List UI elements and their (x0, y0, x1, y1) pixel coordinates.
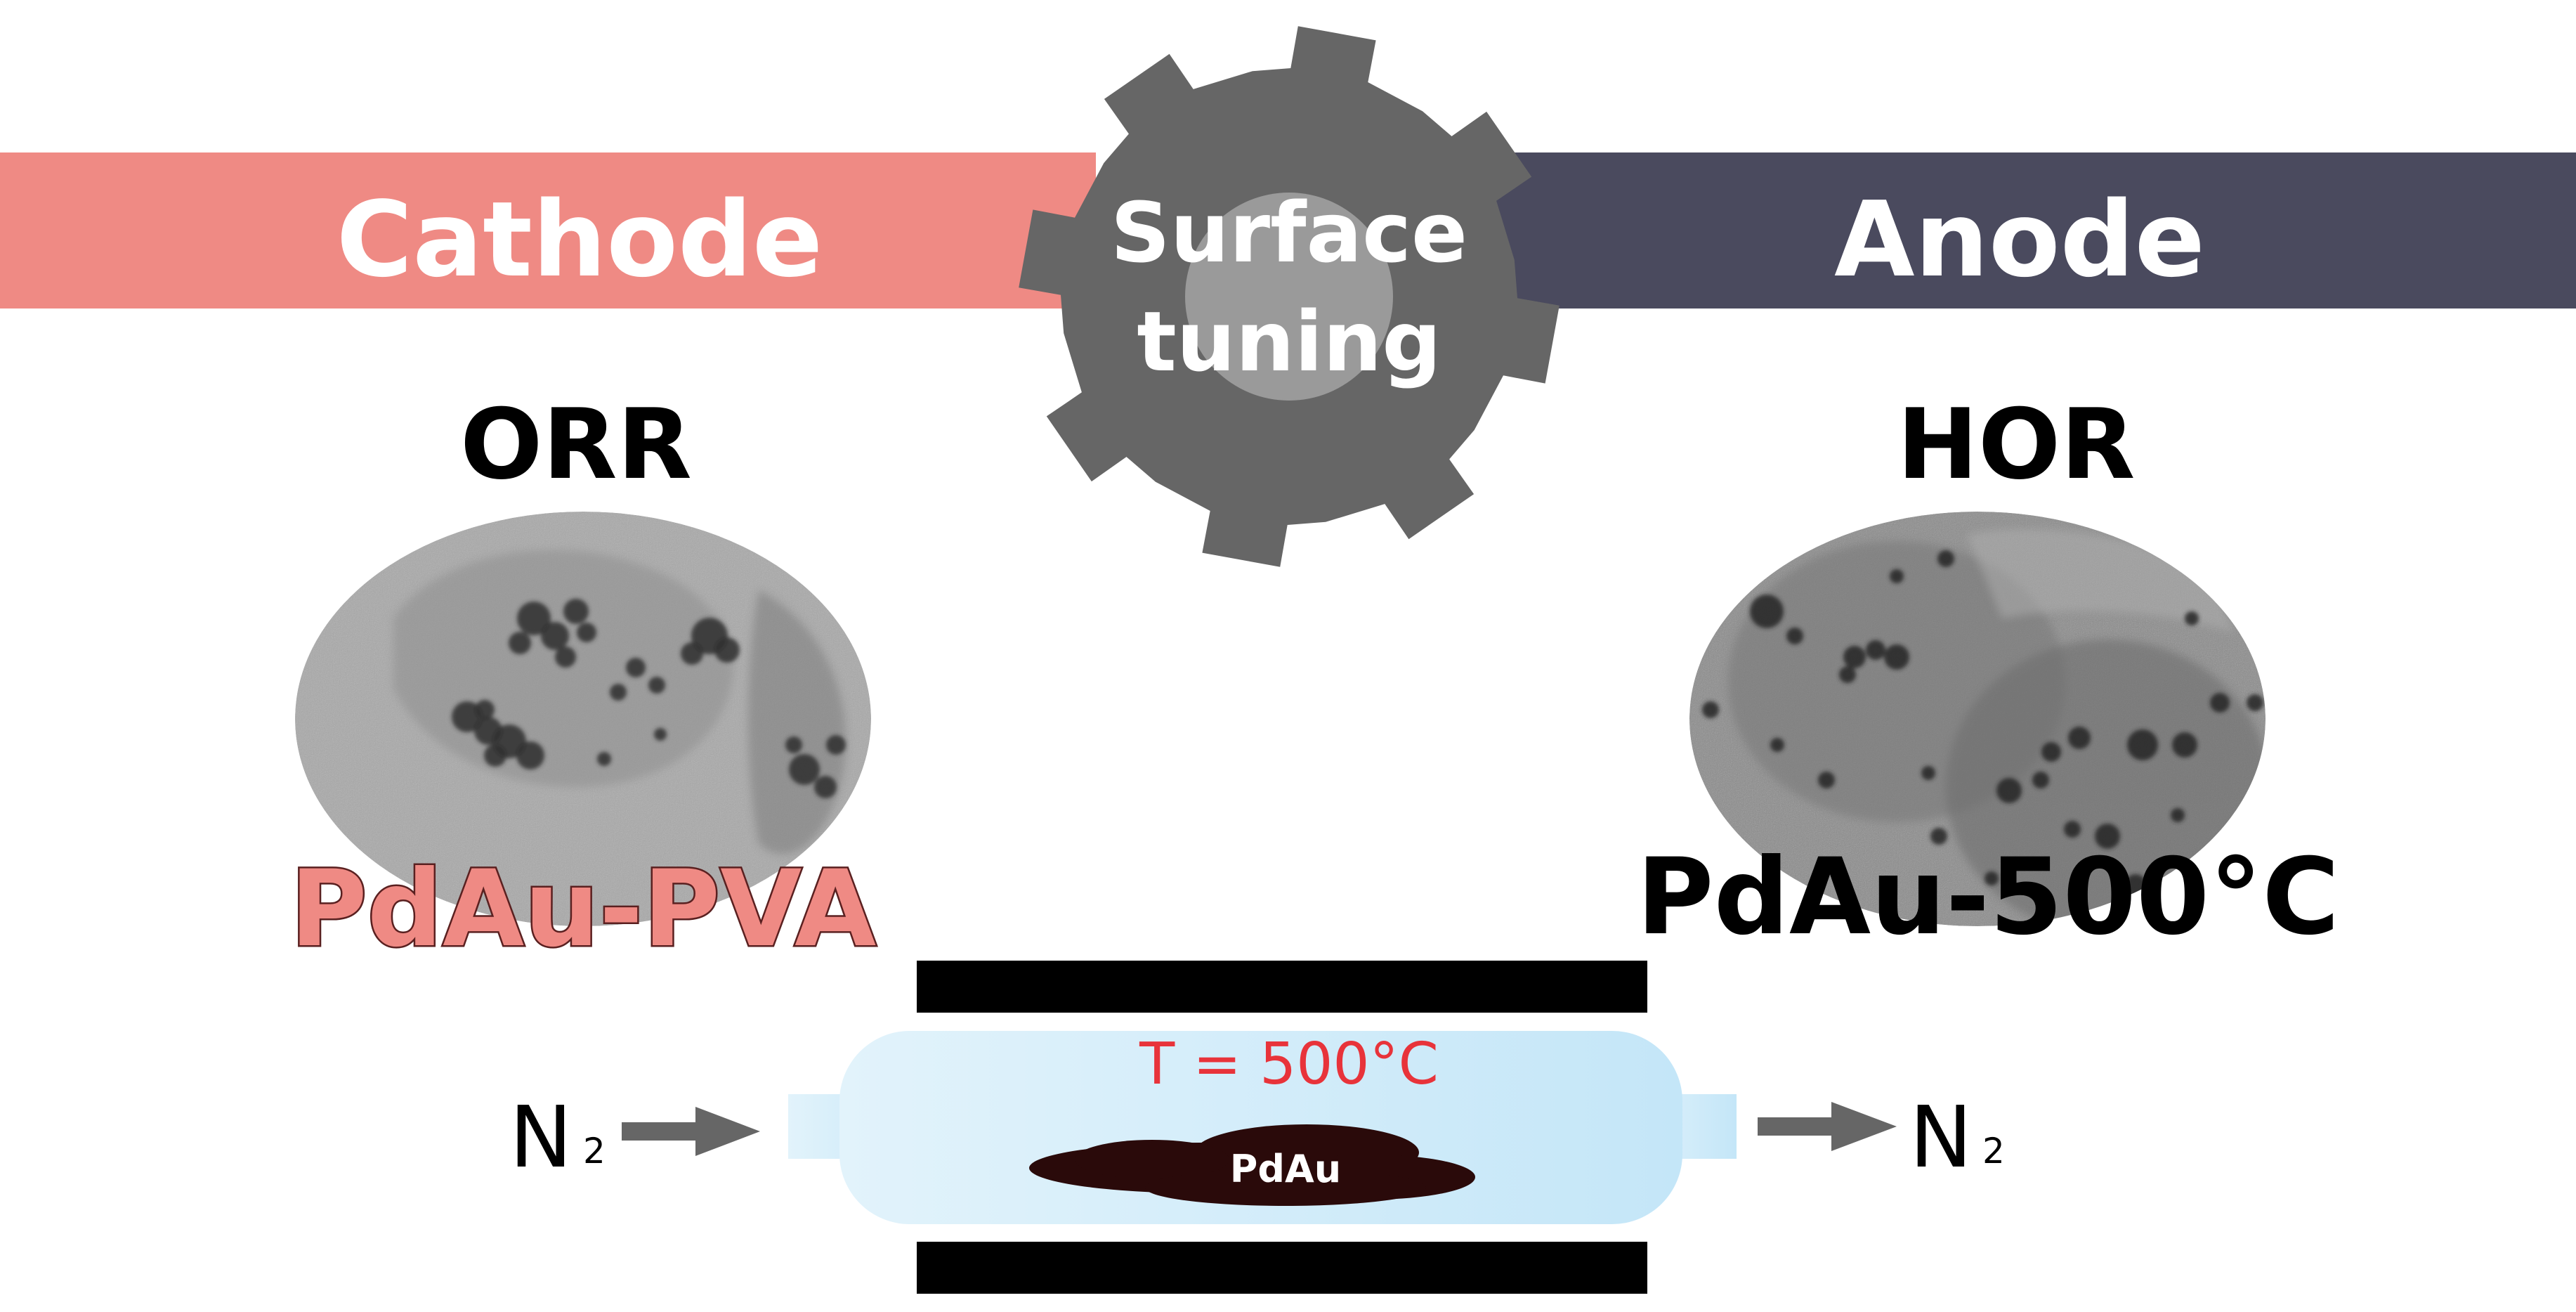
sample-label: PdAu (1230, 1147, 1341, 1191)
nanoparticle (826, 735, 846, 755)
nanoparticle (577, 623, 596, 642)
tube-furnace: T = 500°C PdAu (788, 961, 1737, 1294)
gas-outlet: N 2 (1758, 1089, 2005, 1187)
cathode-band (0, 152, 1096, 308)
nanoparticle (1770, 738, 1784, 752)
gas-inlet: N 2 (509, 1089, 760, 1187)
gas-out-subscript: 2 (1982, 1131, 2005, 1171)
gear-label-line1: Surface (1111, 184, 1467, 281)
gear-label-line2: tuning (1137, 293, 1441, 390)
arrow-right-icon (1758, 1102, 1897, 1151)
arrow-right-icon (622, 1107, 760, 1156)
nanoparticle (484, 744, 506, 767)
gas-in-subscript: 2 (583, 1131, 606, 1171)
nanoparticle (714, 637, 740, 663)
nanoparticle (2068, 727, 2091, 749)
heater-top (917, 961, 1647, 1013)
nanoparticle (563, 599, 589, 624)
nanoparticle (814, 776, 837, 798)
gas-out-label: N (1909, 1089, 1973, 1187)
nanoparticle (789, 754, 820, 785)
gear-center (1185, 193, 1393, 401)
nanoparticle (681, 642, 703, 665)
nanoparticle (475, 700, 495, 720)
nanoparticle (785, 736, 802, 753)
gas-in-label: N (509, 1089, 573, 1187)
anode-label: Anode (1834, 179, 2205, 300)
nanoparticle (2172, 732, 2197, 758)
nanoparticle (597, 752, 611, 766)
nanoparticle (2185, 611, 2199, 625)
left-material-label: PdAu-PVA (290, 848, 876, 970)
nanoparticle (1930, 828, 1947, 845)
nanoparticle (2064, 821, 2081, 838)
nanoparticle (509, 632, 531, 654)
nanoparticle (452, 701, 483, 732)
nanoparticle (2210, 693, 2230, 713)
nanoparticle (1843, 646, 1866, 668)
nanoparticle (1839, 666, 1856, 683)
nanoparticle (2247, 694, 2263, 711)
nanoparticle (1890, 569, 1904, 583)
anode-band (1461, 152, 2576, 308)
nanoparticle (648, 677, 665, 694)
nanoparticle (1996, 778, 2022, 803)
nanoparticle (1921, 766, 1935, 780)
nanoparticle (1985, 871, 1999, 885)
nanoparticle (1937, 550, 1954, 567)
nanoparticle (516, 741, 544, 769)
nanoparticle (654, 728, 667, 741)
nanoparticle (555, 647, 576, 668)
nanoparticle (517, 602, 551, 635)
right-material-label: PdAu-500°C (1637, 836, 2340, 959)
nanoparticle (1702, 701, 1719, 718)
cathode-label: Cathode (336, 179, 823, 300)
nanoparticle (2041, 742, 2061, 762)
gear-icon (1019, 26, 1560, 567)
nanoparticle (541, 622, 569, 650)
temperature-label: T = 500°C (1139, 1031, 1439, 1098)
left-reaction-label: ORR (460, 388, 692, 501)
nanoparticle (1750, 595, 1784, 628)
nanoparticle (1884, 644, 1909, 670)
pdau-sample (1029, 1124, 1475, 1206)
nanoparticle (2032, 772, 2049, 788)
nanoparticle (1818, 772, 1835, 788)
right-reaction-label: HOR (1897, 388, 2135, 501)
nanoparticle (1866, 640, 1885, 660)
nanoparticle (2171, 808, 2185, 822)
heater-bottom (917, 1242, 1647, 1294)
nanoparticle (2127, 729, 2158, 760)
nanoparticle (626, 658, 646, 677)
nanoparticle (610, 684, 627, 701)
nanoparticle (2095, 824, 2120, 849)
nanoparticle (1786, 628, 1803, 644)
left-tem-image (295, 512, 871, 926)
